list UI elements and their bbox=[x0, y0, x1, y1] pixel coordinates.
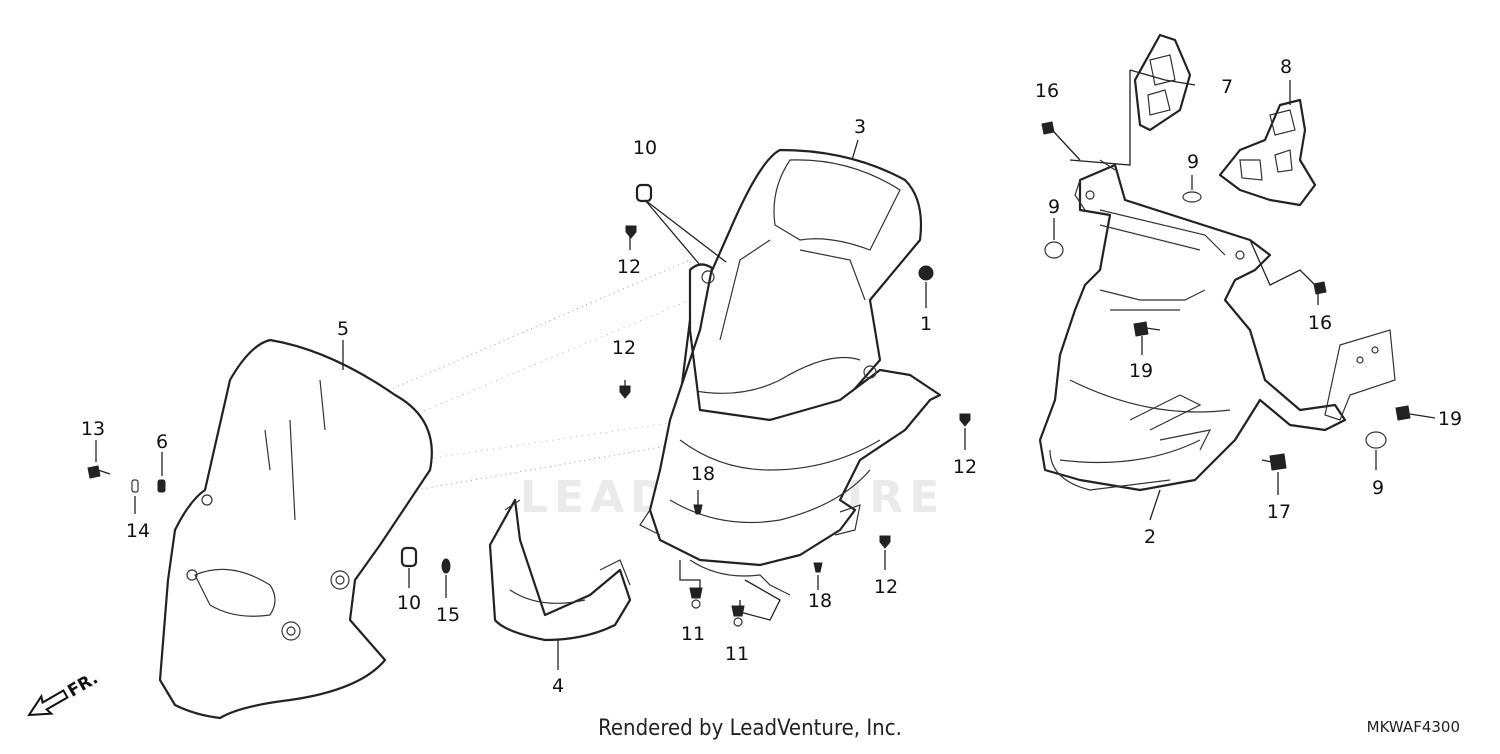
bolt-16a[interactable] bbox=[1041, 121, 1055, 135]
bolt-16b[interactable] bbox=[1313, 281, 1327, 295]
callout-2: 2 bbox=[1144, 526, 1156, 548]
callout-17: 17 bbox=[1267, 501, 1291, 523]
screw-18a[interactable] bbox=[693, 504, 703, 515]
diagram-code: MKWAF4300 bbox=[1366, 718, 1460, 736]
stay-plate-part-7[interactable] bbox=[1133, 33, 1192, 132]
footer-credit: Rendered by LeadVenture, Inc. bbox=[598, 716, 902, 741]
grommet-1[interactable] bbox=[918, 265, 934, 281]
callout-4: 4 bbox=[552, 675, 564, 697]
nut-6[interactable] bbox=[157, 479, 166, 493]
callout-11-right: 11 bbox=[725, 643, 749, 665]
callout-12-a: 12 bbox=[617, 256, 641, 278]
rubber-mount-10a[interactable] bbox=[635, 183, 653, 203]
callout-3: 3 bbox=[854, 116, 866, 138]
headlight-inner-frame[interactable] bbox=[639, 263, 942, 596]
clip-12d[interactable] bbox=[879, 535, 891, 549]
cowl-stay-part-2[interactable] bbox=[1038, 159, 1396, 492]
clip-12a[interactable] bbox=[625, 225, 637, 239]
screw-18b[interactable] bbox=[813, 562, 823, 573]
bolt-17[interactable] bbox=[1261, 453, 1287, 471]
clip-12c[interactable] bbox=[959, 413, 971, 427]
callout-7: 7 bbox=[1221, 76, 1233, 98]
callout-11-left: 11 bbox=[681, 623, 705, 645]
callout-19-right: 19 bbox=[1438, 408, 1462, 430]
windscreen-part-5[interactable] bbox=[158, 338, 433, 720]
bolt-19b[interactable] bbox=[1395, 405, 1411, 421]
callout-10-top: 10 bbox=[633, 137, 657, 159]
callout-9-top: 9 bbox=[1187, 151, 1199, 173]
upper-cowl-part-3[interactable] bbox=[678, 148, 923, 422]
front-arrow-label: FR. bbox=[64, 668, 101, 701]
callout-9-right: 9 bbox=[1372, 477, 1384, 499]
callout-18-bottom: 18 bbox=[808, 590, 832, 612]
callout-labels: 1 2 3 4 5 6 7 8 9 9 9 10 10 11 11 12 12 … bbox=[81, 56, 1462, 697]
callout-14: 14 bbox=[126, 520, 150, 542]
callout-5: 5 bbox=[337, 318, 349, 340]
callout-1: 1 bbox=[920, 313, 932, 335]
callout-13: 13 bbox=[81, 418, 105, 440]
bolt-11b[interactable] bbox=[731, 605, 745, 627]
callout-6: 6 bbox=[156, 431, 168, 453]
callout-8: 8 bbox=[1280, 56, 1292, 78]
callout-19-left: 19 bbox=[1129, 360, 1153, 382]
lower-cowl-part-4[interactable] bbox=[488, 498, 632, 642]
rubber-9c[interactable] bbox=[1365, 431, 1387, 449]
rubber-9b[interactable] bbox=[1044, 241, 1064, 259]
rubber-mount-10b[interactable] bbox=[400, 546, 418, 568]
washer-14[interactable] bbox=[131, 479, 139, 493]
bolt-11a[interactable] bbox=[689, 587, 703, 609]
screw-13[interactable] bbox=[87, 465, 111, 479]
callout-16-top: 16 bbox=[1035, 80, 1059, 102]
callout-9-left: 9 bbox=[1048, 196, 1060, 218]
bolt-19a[interactable] bbox=[1133, 321, 1161, 337]
rubber-9a[interactable] bbox=[1182, 191, 1202, 203]
callout-15: 15 bbox=[436, 604, 460, 626]
callout-12-b: 12 bbox=[612, 337, 636, 359]
leader-lines bbox=[95, 69, 1436, 670]
fasteners bbox=[87, 121, 1411, 627]
stay-plate-part-8[interactable] bbox=[1218, 98, 1317, 207]
callout-10-bottom: 10 bbox=[397, 592, 421, 614]
callout-16-right: 16 bbox=[1308, 312, 1332, 334]
callout-18-top: 18 bbox=[691, 463, 715, 485]
nut-15[interactable] bbox=[441, 558, 451, 574]
callout-12-d: 12 bbox=[874, 576, 898, 598]
callout-12-c: 12 bbox=[953, 456, 977, 478]
